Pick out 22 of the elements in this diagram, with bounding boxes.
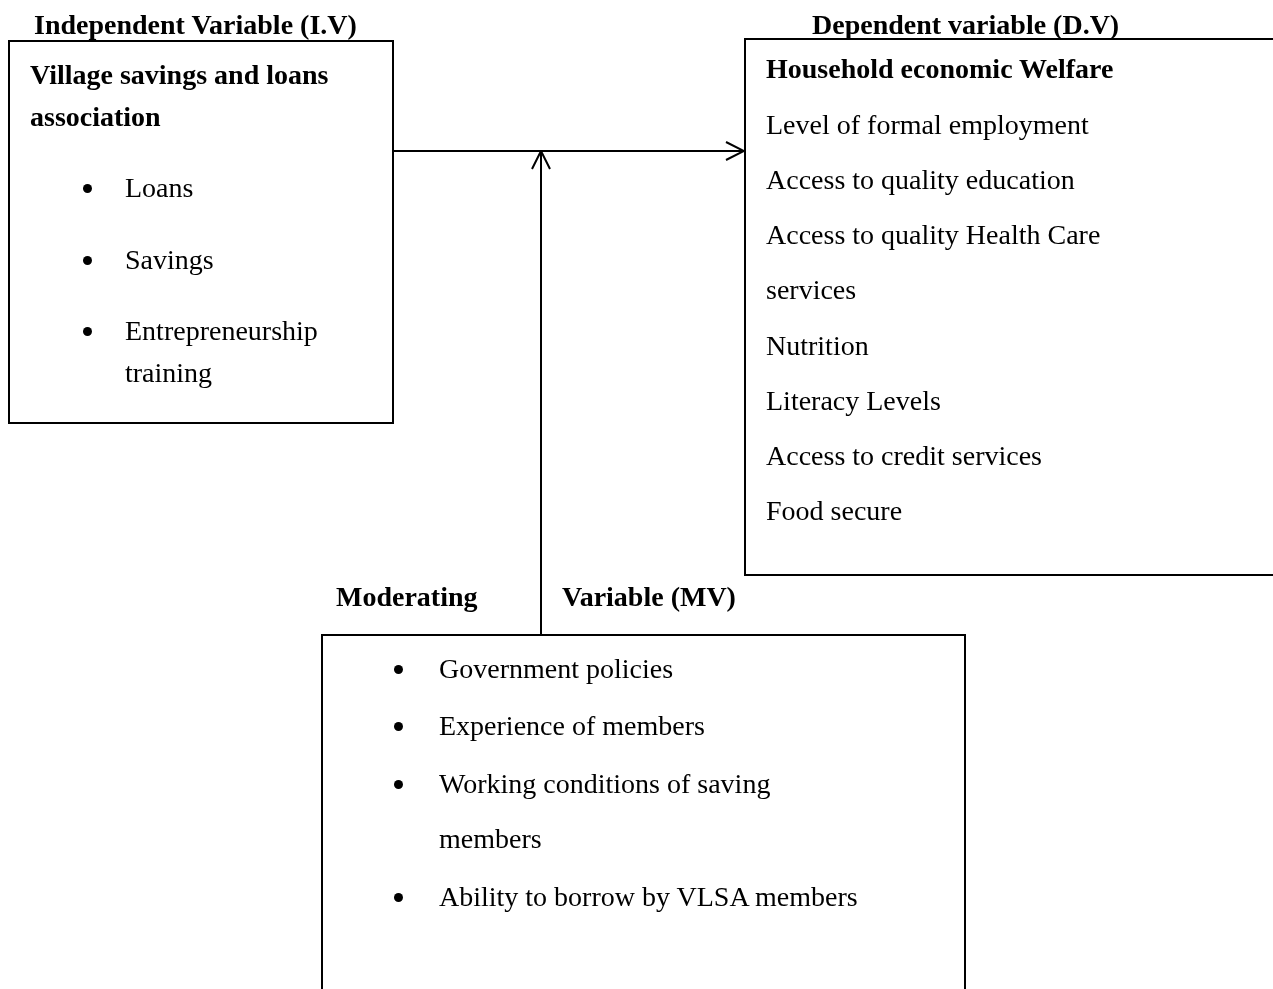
variable-heading: Independent Variable (I.V) — [34, 8, 357, 42]
indicator-item: Access to quality Health Care services — [766, 218, 1102, 307]
arrow — [531, 150, 551, 635]
bullet-item: Ability to borrow by VLSA members — [439, 880, 859, 914]
indicator-item: Literacy Levels — [766, 384, 942, 418]
variable-heading: Dependent variable (D.V) — [812, 8, 1120, 42]
bullet-item: Working conditions of saving members — [439, 767, 772, 856]
bullet-item: Savings — [125, 243, 215, 277]
box-title: Village savings and loans association — [30, 58, 330, 134]
variable-heading: Moderating — [336, 580, 478, 614]
indicator-item: Access to credit services — [766, 439, 1043, 473]
box-title: Household economic Welfare — [766, 52, 1115, 86]
variable-heading: Variable (MV) — [562, 580, 736, 614]
indicator-item: Level of formal employment — [766, 108, 1090, 142]
indicator-item: Access to quality education — [766, 163, 1076, 197]
bullet-item: Entrepreneurship training — [125, 314, 319, 390]
bullet-item: Government policies — [439, 652, 675, 686]
indicator-item: Nutrition — [766, 329, 870, 363]
bullet-item: Experience of members — [439, 709, 706, 743]
indicator-item: Food secure — [766, 494, 904, 528]
arrow — [393, 141, 745, 161]
bullet-item: Loans — [125, 171, 195, 205]
